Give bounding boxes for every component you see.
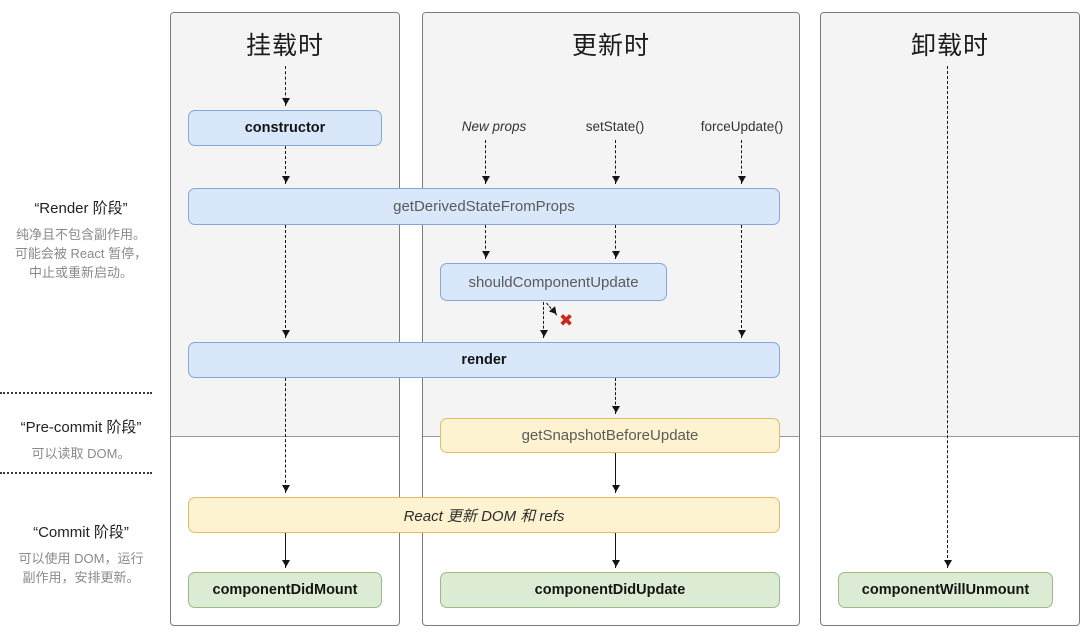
render-phase-title: “Render 阶段” — [34, 200, 128, 217]
arrow-unmount-to-willunmount — [943, 66, 952, 568]
mount-column-title: 挂载时 — [245, 32, 324, 60]
stop-update-x-icon: ✖ — [559, 311, 574, 330]
arrow-getderived-to-render-mount — [281, 225, 290, 338]
unmount-column-title: 卸载时 — [910, 32, 989, 60]
arrow-constructor-to-getderived — [281, 146, 290, 184]
arrow-getsnapshot-to-reactupdates — [611, 453, 620, 493]
arrow-render-to-reactupdates-mount — [281, 378, 290, 493]
precommit-phase-desc-line: 可以读取 DOM。 — [31, 446, 131, 461]
arrow-reactupdates-to-didupdate — [611, 533, 620, 568]
render-phase-desc-line: 中止或重新启动。 — [28, 265, 133, 280]
getsnapshotbeforeupdate-box[interactable]: getSnapshotBeforeUpdate — [440, 418, 780, 453]
arrow-mount-to-constructor — [281, 66, 290, 106]
render-box[interactable]: render — [188, 342, 780, 378]
render-phase-shaded-region — [821, 13, 1079, 437]
componentdidmount-box[interactable]: componentDidMount — [188, 572, 382, 608]
update-column-title: 更新时 — [571, 32, 650, 60]
arrow-render-to-getsnapshot — [611, 378, 620, 414]
arrow-reactupdates-to-didmount — [281, 533, 290, 568]
phase-separator-line — [0, 472, 152, 474]
arrow-forceupdate-to-getderived — [737, 140, 746, 184]
react-updates-dom-refs-box: React 更新 DOM 和 refs — [188, 497, 780, 533]
arrow-forceupdate-to-render — [737, 225, 746, 338]
update-column-panel — [422, 12, 800, 626]
commit-phase-desc-line: 副作用，安排更新。 — [22, 570, 140, 585]
setstate-label[interactable]: setState() — [585, 119, 645, 134]
commit-phase-title: “Commit 阶段” — [33, 524, 129, 541]
arrow-getderived-to-shouldupdate-right — [611, 225, 620, 259]
arrow-setstate-to-getderived — [611, 140, 620, 184]
componentdidupdate-box[interactable]: componentDidUpdate — [440, 572, 780, 608]
precommit-phase-title: “Pre-commit 阶段” — [20, 419, 142, 436]
forceupdate-label[interactable]: forceUpdate() — [700, 119, 784, 134]
arrow-newprops-to-getderived — [481, 140, 490, 184]
commit-phase-label: “Commit 阶段” 可以使用 DOM，运行 副作用，安排更新。 — [0, 521, 162, 587]
unmount-column-panel — [820, 12, 1080, 626]
new-props-label: New props — [461, 119, 527, 134]
arrow-shouldupdate-to-render — [539, 302, 548, 338]
arrow-getderived-to-shouldupdate-left — [481, 225, 490, 259]
constructor-box[interactable]: constructor — [188, 110, 382, 146]
render-phase-desc-line: 纯净且不包含副作用。 — [15, 227, 146, 242]
render-phase-desc-line: 可能会被 React 暂停， — [14, 246, 148, 261]
precommit-phase-label: “Pre-commit 阶段” 可以读取 DOM。 — [0, 416, 162, 463]
commit-phase-desc-line: 可以使用 DOM，运行 — [18, 551, 144, 566]
componentwillunmount-box[interactable]: componentWillUnmount — [838, 572, 1053, 608]
render-phase-label: “Render 阶段” 纯净且不包含副作用。 可能会被 React 暂停， 中止… — [0, 197, 162, 282]
shouldcomponentupdate-box[interactable]: shouldComponentUpdate — [440, 263, 667, 301]
phase-separator-line — [0, 392, 152, 394]
getderivedstatefromprops-box[interactable]: getDerivedStateFromProps — [188, 188, 780, 225]
